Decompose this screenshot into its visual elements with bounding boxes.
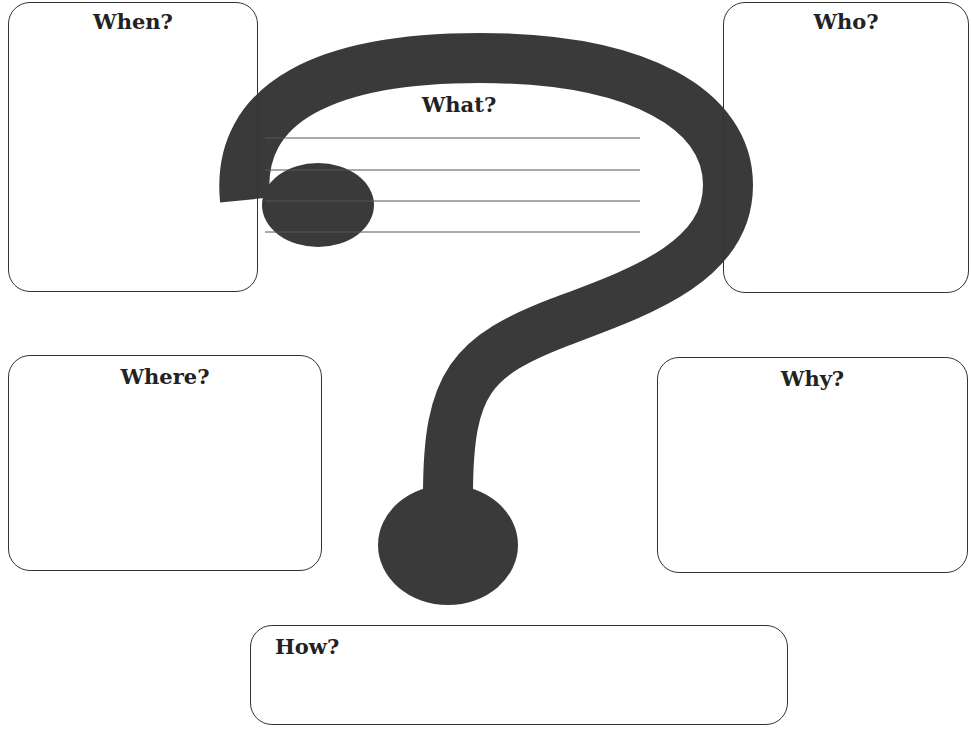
why-box: Why? bbox=[657, 357, 968, 573]
box-heading: How? bbox=[275, 634, 763, 659]
what-label: What? bbox=[422, 92, 496, 117]
box-heading: Why? bbox=[668, 366, 957, 391]
who-box: Who? bbox=[723, 2, 969, 293]
box-heading: Where? bbox=[19, 364, 311, 389]
where-box: Where? bbox=[8, 355, 322, 571]
question-mark-dot bbox=[378, 485, 518, 605]
writing-lines bbox=[265, 138, 640, 232]
question-mark-hook bbox=[244, 58, 728, 495]
box-heading: When? bbox=[19, 9, 247, 34]
how-box: How? bbox=[250, 625, 788, 725]
box-heading: Who? bbox=[734, 9, 958, 34]
question-mark-curl bbox=[262, 163, 374, 247]
when-box: When? bbox=[8, 2, 258, 292]
